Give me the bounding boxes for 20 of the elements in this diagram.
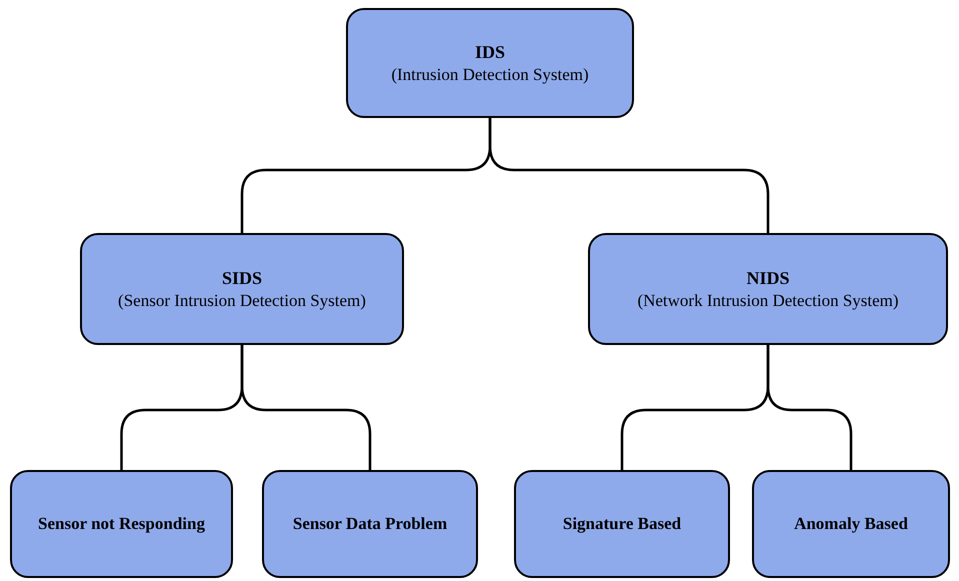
box-title: NIDS	[746, 268, 790, 288]
box-title: Anomaly Based	[794, 514, 908, 534]
connector-line	[488, 118, 770, 233]
process-box	[10, 470, 233, 578]
box-title: Sensor not Responding	[38, 514, 205, 534]
connector-line	[766, 345, 852, 470]
box-title: SIDS	[222, 268, 262, 288]
process-box	[752, 470, 950, 578]
process-box	[588, 233, 948, 345]
box-title: IDS	[474, 42, 505, 62]
box-subtitle: (Network Intrusion Detection System)	[637, 290, 899, 310]
process-box	[262, 470, 478, 578]
box-title: Signature Based	[562, 514, 682, 534]
process-box	[346, 8, 634, 118]
box-title: Sensor Data Problem	[292, 514, 448, 534]
process-box	[80, 233, 404, 345]
connector-line	[240, 345, 372, 470]
box-subtitle: (Intrusion Detection System)	[391, 64, 589, 84]
box-subtitle: (Sensor Intrusion Detection System)	[118, 290, 366, 310]
process-box	[514, 470, 730, 578]
